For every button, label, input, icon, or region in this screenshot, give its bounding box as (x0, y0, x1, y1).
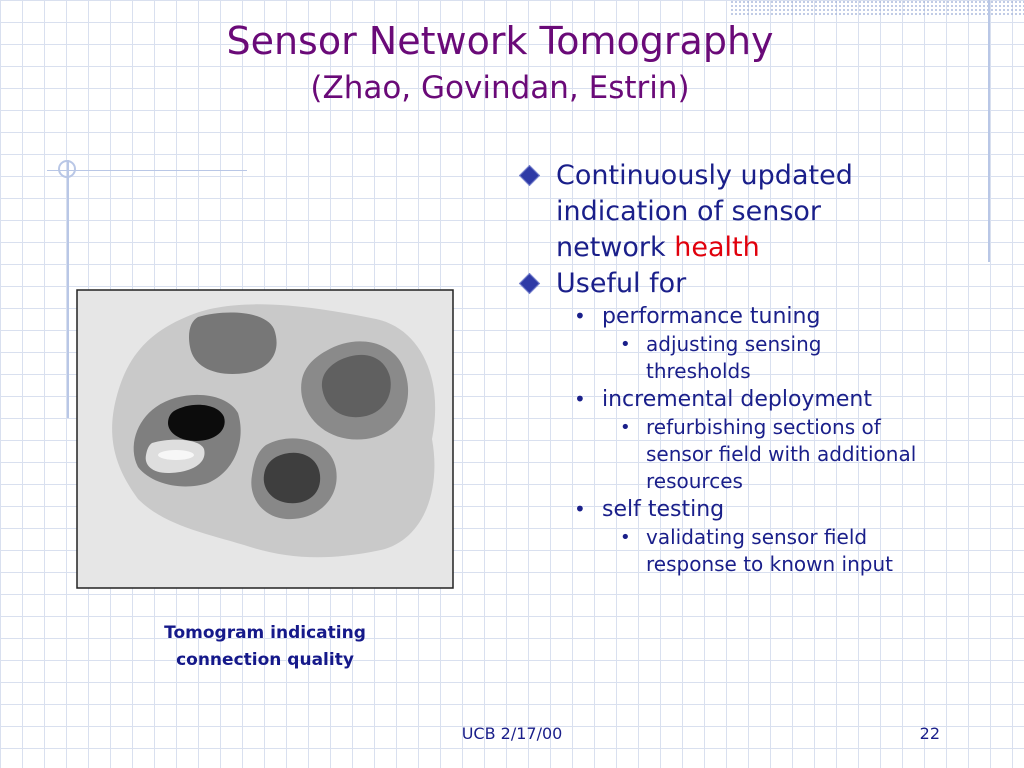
sub-bullet-text: performance tuning (602, 304, 821, 329)
sub-bullet-text: incremental deployment (602, 387, 872, 412)
diamond-bullet-icon (518, 164, 541, 187)
tomogram-image (76, 289, 454, 589)
figure-caption: Tomogram indicating connection quality (164, 623, 366, 670)
bullet-text: Useful for (556, 268, 687, 299)
slide-title: Sensor Network Tomography (226, 19, 774, 63)
sub-sub-bullet-text: adjusting sensing thresholds (646, 332, 822, 383)
dot-bullet-icon: • (620, 334, 631, 355)
sub-bullet-text: self testing (602, 497, 725, 522)
sub-sub-bullet-validating: • validating sensor field response to kn… (518, 524, 928, 578)
sub-sub-bullet-text: refurbishing sections of sensor field wi… (646, 415, 917, 493)
slide-subtitle: (Zhao, Govindan, Estrin) (310, 70, 690, 106)
diamond-bullet-icon (518, 272, 541, 295)
decorative-dot-band (730, 0, 1024, 16)
dot-bullet-icon: • (574, 387, 586, 411)
bullet-item-health: Continuously updated indication of senso… (518, 158, 928, 266)
sub-bullet-performance-tuning: • performance tuning (518, 302, 928, 331)
bullet-highlight-health: health (674, 232, 760, 263)
dot-bullet-icon: • (620, 527, 631, 548)
sub-sub-bullet-refurbishing: • refurbishing sections of sensor field … (518, 414, 928, 495)
sub-sub-bullet-text: validating sensor field response to know… (646, 525, 893, 576)
dot-bullet-icon: • (574, 304, 586, 328)
sub-bullet-self-testing: • self testing (518, 495, 928, 524)
sub-bullet-incremental-deployment: • incremental deployment (518, 385, 928, 414)
page-number: 22 (919, 724, 940, 743)
footer-date: UCB 2/17/00 (461, 724, 563, 743)
dot-bullet-icon: • (574, 497, 586, 521)
sub-sub-bullet-adjusting: • adjusting sensing thresholds (518, 331, 928, 385)
decorative-vertical-line-right (988, 0, 990, 262)
decorative-circle-icon (58, 160, 76, 178)
bullet-list: Continuously updated indication of senso… (518, 158, 928, 578)
dot-bullet-icon: • (620, 417, 631, 438)
decorative-vertical-line-left (67, 160, 69, 418)
bullet-item-useful-for: Useful for (518, 266, 928, 302)
bullet-text: Continuously updated indication of senso… (556, 160, 853, 263)
decorative-horizontal-line (47, 170, 247, 171)
